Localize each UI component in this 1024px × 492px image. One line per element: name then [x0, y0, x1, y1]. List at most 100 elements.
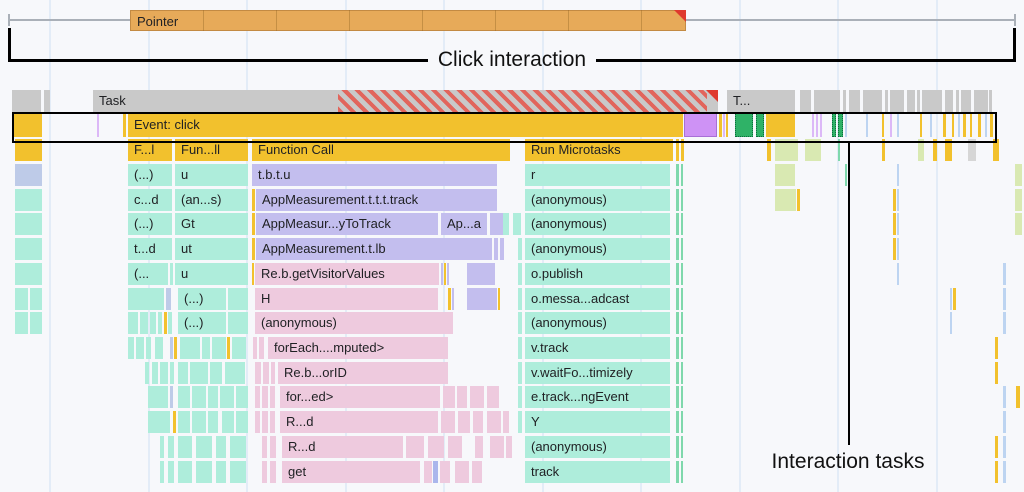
- flame-bar-track[interactable]: track: [525, 461, 670, 483]
- flame-bar[interactable]: [838, 139, 840, 161]
- flame-bar[interactable]: [196, 436, 212, 458]
- flame-bar[interactable]: [178, 386, 190, 408]
- flame-bar-anonymous[interactable]: (anonymous): [525, 213, 670, 235]
- task-segment[interactable]: [961, 90, 971, 112]
- flame-bar-[interactable]: (...: [128, 263, 168, 285]
- flame-bar[interactable]: [681, 461, 683, 483]
- flame-bar-anonymous[interactable]: (anonymous): [255, 312, 453, 334]
- flame-bar[interactable]: [160, 436, 164, 458]
- flame-bar[interactable]: [168, 436, 174, 458]
- flame-bar[interactable]: [178, 362, 188, 384]
- flame-bar[interactable]: [255, 411, 260, 433]
- event-track-segment[interactable]: [990, 113, 993, 137]
- flame-bar[interactable]: [681, 436, 683, 458]
- flame-bar[interactable]: [168, 312, 172, 334]
- flame-bar[interactable]: [897, 213, 899, 235]
- flame-bar[interactable]: [518, 238, 522, 260]
- flame-bar[interactable]: [444, 263, 446, 285]
- flame-bar[interactable]: [230, 461, 246, 483]
- flame-bar[interactable]: [681, 312, 683, 334]
- flame-bar[interactable]: [253, 337, 257, 359]
- flame-bar[interactable]: [208, 411, 218, 433]
- flame-bar[interactable]: [681, 386, 683, 408]
- flame-bar[interactable]: [174, 337, 177, 359]
- task-segment[interactable]: [843, 90, 846, 112]
- flame-bar[interactable]: [212, 337, 226, 359]
- flame-bar[interactable]: [1003, 461, 1006, 483]
- flame-bar[interactable]: [255, 386, 260, 408]
- flame-bar-c-d[interactable]: c...d: [128, 189, 172, 211]
- flame-bar[interactable]: [252, 263, 254, 285]
- flame-bar[interactable]: [893, 189, 896, 211]
- flame-bar[interactable]: [995, 337, 998, 359]
- flame-bar[interactable]: [170, 263, 173, 285]
- flame-bar[interactable]: [681, 164, 683, 186]
- flame-bar[interactable]: [441, 411, 455, 433]
- flame-bar[interactable]: [164, 312, 167, 334]
- flame-bar-foreach-mputed[interactable]: forEach....mputed>: [268, 337, 448, 359]
- flame-bar[interactable]: [232, 337, 246, 359]
- flame-bar[interactable]: [208, 386, 218, 408]
- task-segment[interactable]: [12, 90, 41, 112]
- flame-bar[interactable]: [950, 312, 952, 334]
- flame-bar[interactable]: [15, 164, 42, 186]
- flame-bar[interactable]: [518, 411, 522, 433]
- flame-bar[interactable]: [681, 139, 684, 161]
- event-track-segment[interactable]: [943, 113, 946, 137]
- flame-bar[interactable]: [406, 436, 424, 458]
- flame-bar[interactable]: [148, 386, 168, 408]
- event-track-segment[interactable]: [123, 113, 126, 137]
- flame-bar-[interactable]: (...): [128, 164, 172, 186]
- flame-bar[interactable]: [447, 263, 449, 285]
- flame-bar-h[interactable]: H: [255, 288, 438, 310]
- flame-bar[interactable]: [228, 288, 248, 310]
- flame-bar[interactable]: [676, 411, 679, 433]
- flame-bar[interactable]: [220, 386, 234, 408]
- flame-bar[interactable]: [192, 386, 206, 408]
- flame-bar[interactable]: [676, 288, 679, 310]
- event-track-segment[interactable]: [719, 113, 722, 137]
- flame-bar[interactable]: [1003, 411, 1006, 433]
- flame-bar-appmeasurement-t-t-t-track[interactable]: AppMeasurement.t.t.t.track: [256, 189, 497, 211]
- flame-bar[interactable]: [178, 411, 190, 433]
- task-segment[interactable]: [890, 90, 904, 112]
- flame-bar[interactable]: [160, 362, 168, 384]
- flame-bar[interactable]: [252, 238, 255, 260]
- interaction-tasks-label[interactable]: Interaction tasks: [771, 450, 925, 473]
- flame-bar[interactable]: [15, 238, 42, 260]
- flame-bar[interactable]: [968, 139, 976, 161]
- event-track-segment[interactable]: [13, 113, 42, 137]
- flame-bar[interactable]: [475, 436, 483, 458]
- flame-bar-[interactable]: (...): [178, 312, 226, 334]
- flame-bar[interactable]: [262, 411, 268, 433]
- flame-bar[interactable]: [202, 337, 210, 359]
- flame-bar[interactable]: [676, 263, 679, 285]
- flame-bar[interactable]: [676, 139, 679, 161]
- flame-bar[interactable]: [170, 337, 173, 359]
- flame-bar-r[interactable]: r: [525, 164, 670, 186]
- flame-bar[interactable]: [255, 362, 261, 384]
- event-track-segment[interactable]: [970, 113, 972, 137]
- event-track-segment[interactable]: [985, 113, 987, 137]
- task-bar-t[interactable]: T...: [727, 90, 795, 112]
- flame-bar[interactable]: [467, 288, 497, 310]
- flame-bar-gt[interactable]: Gt: [175, 213, 248, 235]
- flame-bar[interactable]: [676, 238, 679, 260]
- flame-bar-f-l[interactable]: F...l: [128, 139, 172, 161]
- flame-bar[interactable]: [681, 288, 683, 310]
- flame-bar-fun-ll[interactable]: Fun...ll: [175, 139, 248, 161]
- flame-bar-r-d[interactable]: R...d: [280, 411, 438, 433]
- flame-bar[interactable]: [473, 411, 483, 433]
- task-segment[interactable]: [800, 90, 811, 112]
- flame-bar-[interactable]: (...): [128, 213, 172, 235]
- flame-bar[interactable]: [681, 362, 683, 384]
- flame-bar[interactable]: [1003, 312, 1006, 334]
- flame-bar-for-ed[interactable]: for...ed>: [280, 386, 440, 408]
- flame-bar-t-d[interactable]: t...d: [128, 238, 172, 260]
- flame-bar[interactable]: [170, 362, 174, 384]
- flame-bar[interactable]: [681, 411, 683, 433]
- flame-bar-u[interactable]: u: [175, 263, 248, 285]
- flame-bar[interactable]: [222, 411, 234, 433]
- flame-bar[interactable]: [216, 461, 226, 483]
- flame-bar-v-waitfo-timizely[interactable]: v.waitFo...timizely: [525, 362, 670, 384]
